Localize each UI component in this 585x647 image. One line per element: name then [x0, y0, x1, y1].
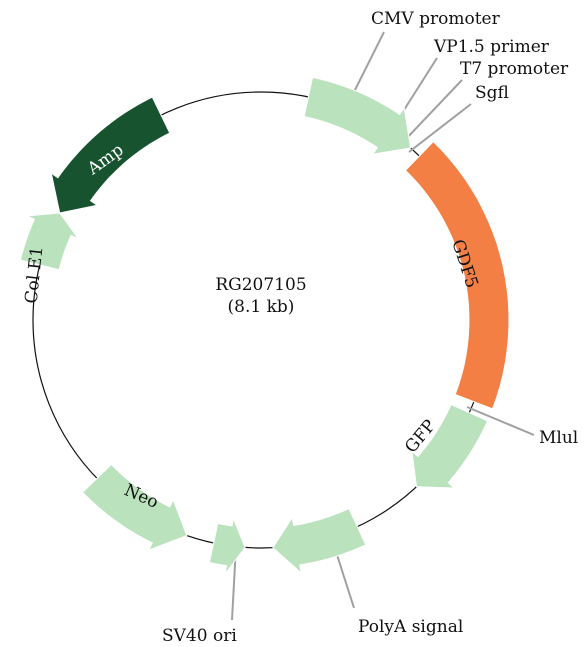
features-layer: [19, 76, 510, 576]
leader-cmv-promoter: [351, 31, 385, 97]
callout-sv40-ori: SV40 ori: [162, 626, 237, 646]
neo-arrow: [81, 463, 188, 552]
cmv-promoter-arrow: [303, 76, 412, 155]
callout-polya-signal: PolyA signal: [358, 617, 463, 637]
col-e1-arrow: [19, 212, 80, 271]
callout-t7-promoter: T7 promoter: [460, 59, 569, 79]
callout-mlul: Mlul: [539, 428, 578, 448]
gfp-arrow: [411, 403, 489, 489]
leader-mlul: [466, 406, 535, 436]
polya-signal-arrow: [272, 507, 367, 575]
leader-sgfl: [408, 103, 472, 153]
leader-t7-promoter: [403, 79, 463, 142]
gdf5-block: [404, 140, 510, 410]
sv40-ori-arrow: [208, 516, 246, 576]
callout-vp15-primer: VP1.5 primer: [433, 37, 550, 57]
callout-cmv-promoter: CMV promoter: [371, 9, 501, 29]
plasmid-size: (8.1 kb): [228, 297, 295, 317]
amp-arrow: [50, 96, 171, 214]
callout-sgfl: Sgfl: [475, 83, 509, 103]
plasmid-name: RG207105: [215, 275, 306, 295]
